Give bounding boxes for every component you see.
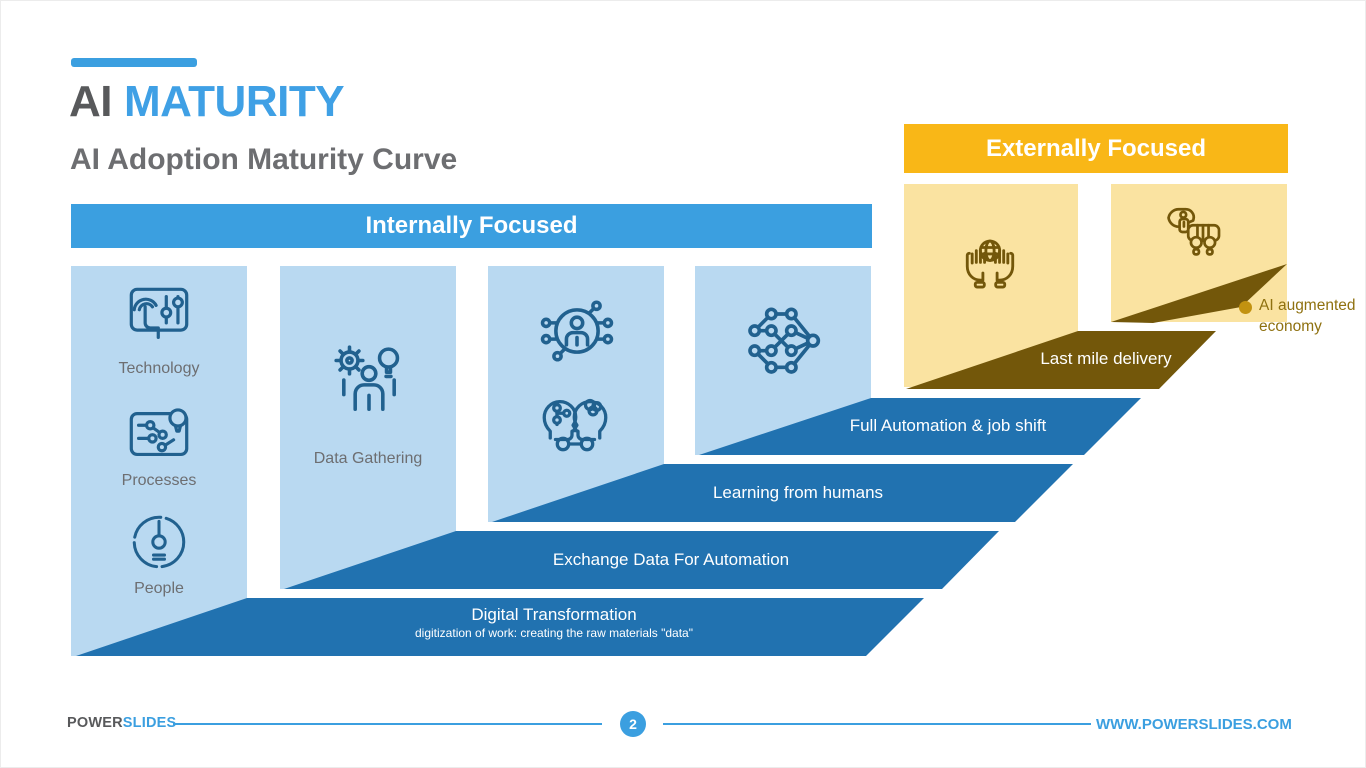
title-accent-bar: [71, 58, 197, 67]
logo-text-slides: SLIDES: [122, 715, 177, 731]
step-label: Last mile delivery: [1040, 349, 1172, 368]
title-highlight: MATURITY: [124, 77, 345, 126]
step-label: Digital Transformation: [471, 605, 637, 624]
pillar-item-label: People: [134, 580, 184, 597]
internally-focused-header: Internally Focused: [71, 204, 872, 248]
hands-holding-globe-icon: [965, 239, 1015, 289]
page-subtitle: AI Adoption Maturity Curve: [70, 143, 458, 176]
delivery-rover-icon: [1167, 207, 1221, 256]
pillar-label-data-gathering: Data Gathering: [313, 450, 423, 467]
ai-human-heads-icon: [542, 398, 608, 452]
logo-text-power: POWER: [67, 715, 123, 731]
externally-focused-header: Externally Focused: [904, 124, 1288, 173]
person-gear-bulb-icon: [334, 345, 400, 412]
website-link[interactable]: WWW.POWERSLIDES.COM: [1096, 716, 1292, 733]
step-label: Exchange Data For Automation: [552, 550, 790, 569]
step-label: Full Automation & job shift: [849, 416, 1047, 435]
footer-divider-left: [173, 723, 602, 725]
circuit-board-icon: [129, 408, 189, 457]
connected-user-icon: [540, 300, 614, 362]
step-label: Learning from humans: [712, 483, 884, 502]
step-sublabel: digitization of work: creating the raw m…: [415, 626, 693, 640]
title-prefix: AI: [69, 77, 113, 126]
pillar-item-label: Technology: [118, 360, 200, 377]
economy-marker-dot: [1239, 301, 1252, 314]
powerslides-logo[interactable]: POWERSLIDES: [67, 715, 176, 731]
gauge-icon: [132, 515, 186, 569]
pillar-item-label: Processes: [121, 472, 197, 489]
pillar-box-2: [280, 266, 456, 589]
step-label-ai-augmented-economy: AI augmented economy: [1259, 297, 1356, 335]
footer-divider-right: [663, 723, 1091, 725]
touchscreen-controls-icon: [129, 287, 189, 340]
neural-network-icon: [748, 307, 821, 374]
page-number-badge: 2: [620, 711, 646, 737]
